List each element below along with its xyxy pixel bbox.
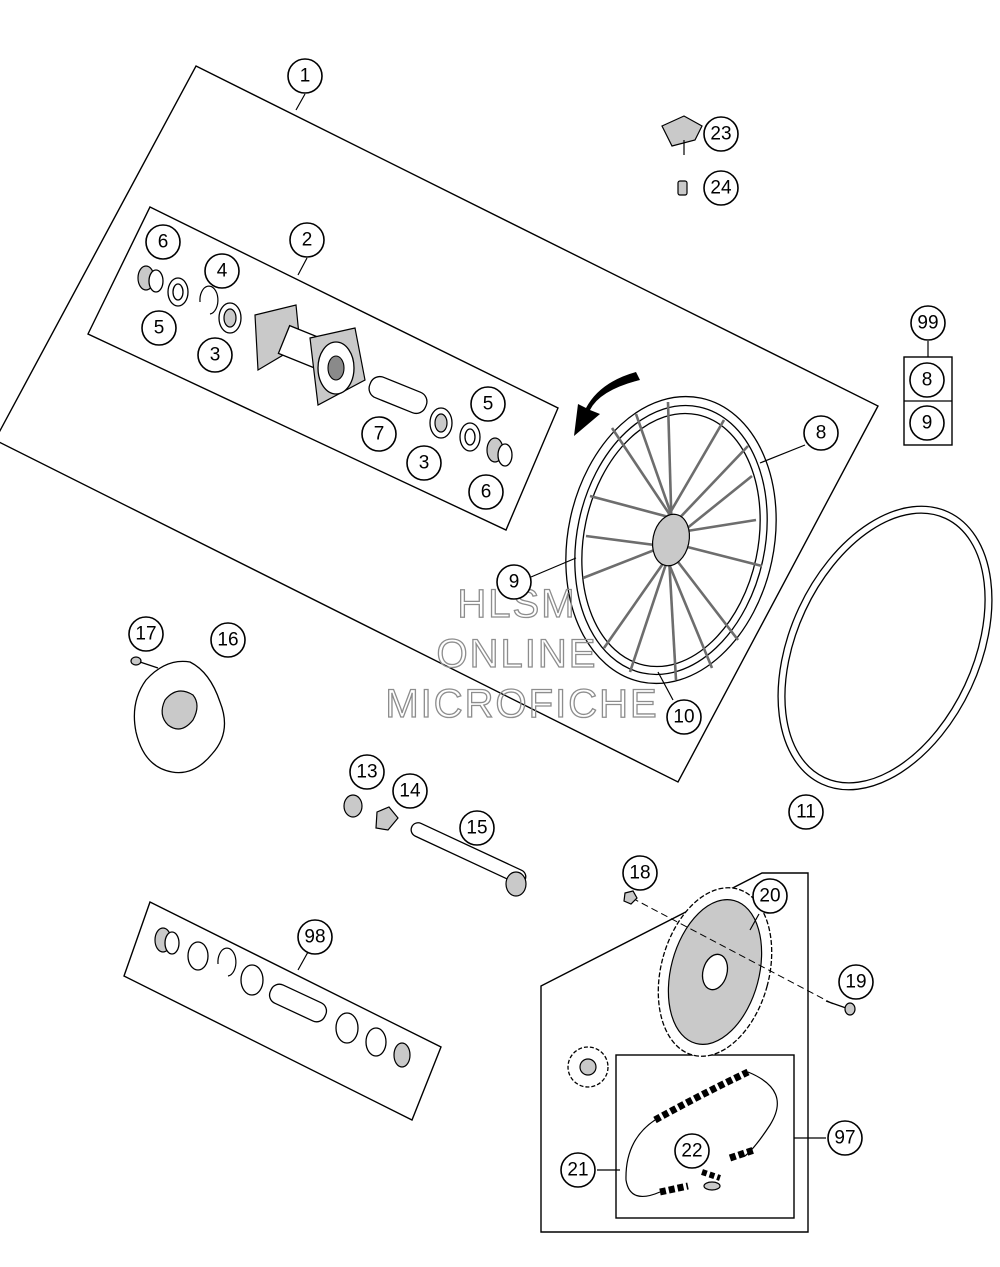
sprocket-bolt: [825, 1000, 856, 1016]
callout-7[interactable]: 7: [361, 416, 397, 452]
callout-24[interactable]: 24: [703, 170, 739, 206]
callout-99-sub-8[interactable]: 8: [909, 362, 945, 398]
axle-parts: [343, 794, 527, 897]
callout-3-right[interactable]: 3: [406, 445, 442, 481]
svg-text:19: 19: [845, 972, 866, 993]
hub-parts: [137, 265, 513, 467]
svg-text:99: 99: [917, 313, 938, 334]
svg-text:ONLINE: ONLINE: [437, 632, 598, 676]
callout-14[interactable]: 14: [392, 773, 428, 809]
svg-text:15: 15: [466, 818, 487, 839]
svg-text:4: 4: [217, 261, 228, 282]
chain: [625, 1068, 778, 1198]
valve-cap: [677, 180, 688, 196]
callout-11[interactable]: 11: [788, 794, 824, 830]
svg-text:17: 17: [135, 624, 156, 645]
svg-text:23: 23: [710, 124, 731, 145]
callout-19[interactable]: 19: [838, 964, 874, 1000]
svg-text:18: 18: [629, 863, 650, 884]
master-link: [701, 1169, 721, 1191]
callout-23[interactable]: 23: [703, 116, 739, 152]
brake-disc: [133, 660, 226, 774]
hub-bearing-kit-frame: [123, 901, 442, 1121]
svg-text:10: 10: [673, 707, 694, 728]
svg-text:14: 14: [399, 781, 421, 802]
callout-4[interactable]: 4: [204, 253, 240, 289]
svg-text:11: 11: [796, 802, 816, 823]
callout-20[interactable]: 20: [752, 878, 788, 914]
callout-5-right[interactable]: 5: [470, 386, 506, 422]
callout-99-sub-9[interactable]: 9: [909, 405, 945, 441]
rim-lock: [661, 115, 703, 155]
svg-text:9: 9: [922, 413, 933, 434]
svg-text:5: 5: [154, 318, 165, 339]
svg-text:20: 20: [759, 886, 780, 907]
front-sprocket: [567, 1046, 609, 1088]
callout-98[interactable]: 98: [297, 919, 333, 955]
svg-text:21: 21: [567, 1160, 588, 1181]
callout-5-left[interactable]: 5: [141, 310, 177, 346]
callout-97[interactable]: 97: [827, 1120, 863, 1156]
svg-text:3: 3: [419, 453, 430, 474]
svg-text:6: 6: [481, 482, 492, 503]
callout-9[interactable]: 9: [496, 564, 532, 600]
svg-text:13: 13: [356, 762, 377, 783]
callout-99[interactable]: 99: [910, 305, 946, 341]
callout-1[interactable]: 1: [287, 58, 323, 94]
svg-text:3: 3: [210, 345, 221, 366]
leader-lines: [295, 93, 929, 1171]
callout-21[interactable]: 21: [560, 1152, 596, 1188]
hub-assembly-frame: [87, 206, 559, 531]
callout-17[interactable]: 17: [128, 616, 164, 652]
chain-sub-frame: [615, 1054, 795, 1219]
svg-text:MICROFICHE: MICROFICHE: [385, 682, 658, 726]
callout-13[interactable]: 13: [349, 754, 385, 790]
svg-text:8: 8: [816, 423, 827, 444]
svg-text:2: 2: [302, 230, 313, 251]
svg-text:8: 8: [922, 370, 933, 391]
callout-2[interactable]: 2: [289, 222, 325, 258]
disc-bolt: [130, 656, 159, 669]
callout-16[interactable]: 16: [210, 622, 246, 658]
svg-text:16: 16: [217, 630, 238, 651]
svg-text:1: 1: [300, 66, 311, 87]
svg-text:7: 7: [374, 424, 385, 445]
callout-6-left[interactable]: 6: [145, 224, 181, 260]
svg-text:97: 97: [834, 1128, 855, 1149]
svg-text:5: 5: [483, 394, 494, 415]
callout-8[interactable]: 8: [803, 415, 839, 451]
hub-bearing-kit-parts: [154, 927, 411, 1068]
rear-sprocket: [657, 887, 773, 1057]
wheel-assembly-frame: [0, 65, 879, 783]
rear-wheel: [565, 395, 777, 685]
callout-10[interactable]: 10: [666, 699, 702, 735]
callout-15[interactable]: 15: [459, 810, 495, 846]
callout-18[interactable]: 18: [622, 855, 658, 891]
callout-3-left[interactable]: 3: [197, 337, 233, 373]
svg-text:6: 6: [158, 232, 169, 253]
callout-6-right[interactable]: 6: [468, 474, 504, 510]
rim-band: [777, 505, 993, 791]
svg-text:9: 9: [509, 572, 520, 593]
rotation-arrow: [574, 372, 640, 436]
svg-text:24: 24: [710, 178, 732, 199]
sprocket-nut: [623, 890, 638, 905]
callout-22[interactable]: 22: [674, 1133, 710, 1169]
svg-text:22: 22: [681, 1141, 702, 1162]
svg-text:98: 98: [304, 927, 325, 948]
